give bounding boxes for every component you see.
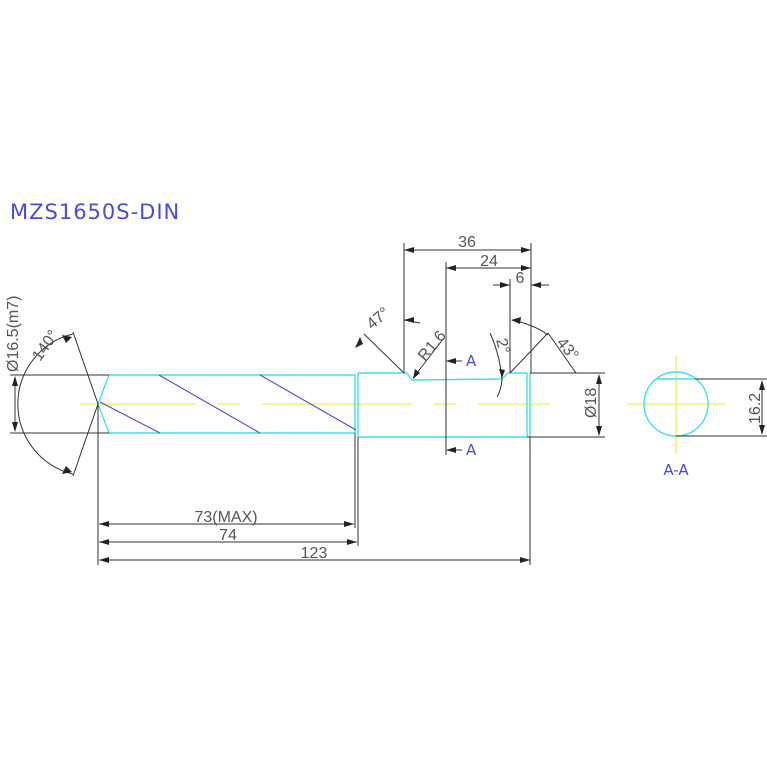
overall-length-label: 123 bbox=[301, 545, 328, 562]
end-land-label: 6 bbox=[516, 270, 525, 287]
shank-diameter-label: Ø18 bbox=[583, 388, 600, 418]
section-marker-bottom: A bbox=[466, 441, 477, 459]
drill-outline bbox=[97, 372, 531, 438]
section-diameter-label: 16.2 bbox=[747, 393, 764, 424]
groove-to-end-label: 24 bbox=[480, 253, 498, 270]
groove-dimensions bbox=[355, 243, 605, 455]
groove-angle-right-label: 43° bbox=[553, 335, 582, 364]
flute-length-label: 73(MAX) bbox=[194, 509, 257, 526]
groove-taper-label: 2° bbox=[492, 337, 512, 356]
length-dimensions bbox=[99, 433, 531, 565]
flute-lines bbox=[99, 374, 357, 434]
groove-angle-left-label: 47° bbox=[364, 304, 393, 333]
section-view bbox=[627, 356, 767, 453]
tip-diameter-label: Ø16.5(m7) bbox=[5, 296, 22, 372]
section-marker-top: A bbox=[466, 352, 477, 370]
tip-dimensions bbox=[10, 331, 109, 565]
drawing-title: MZS1650S-DIN bbox=[10, 200, 180, 224]
groove-width-label: 36 bbox=[458, 234, 476, 251]
section-label: A-A bbox=[663, 461, 689, 479]
groove-radius-label: R1.6 bbox=[415, 328, 450, 365]
point-angle-label: 140° bbox=[29, 327, 62, 364]
body-length-label: 74 bbox=[219, 527, 237, 544]
